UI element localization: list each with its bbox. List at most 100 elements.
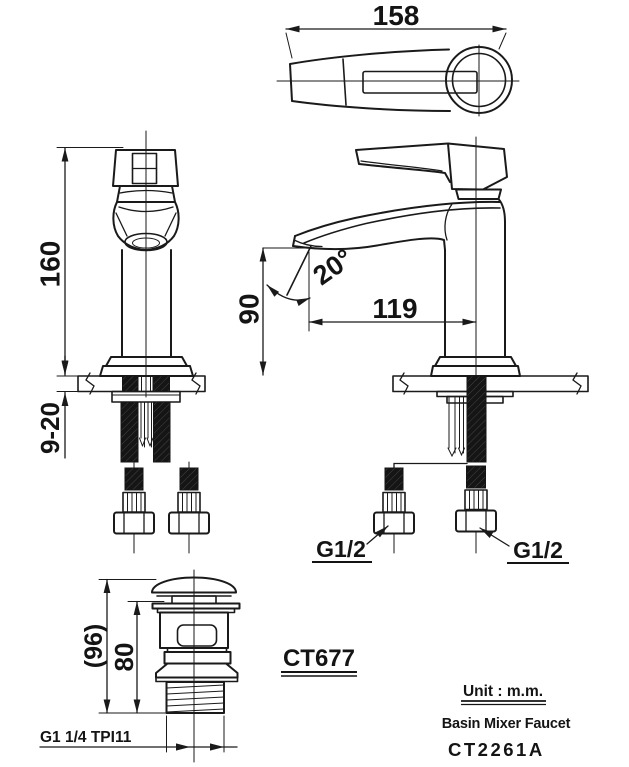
front-hose-left <box>113 467 155 554</box>
side-hose-left <box>373 467 415 554</box>
dim-158-ext-left <box>285 32 293 59</box>
front-shank-left <box>120 401 139 463</box>
side-hose-connector <box>393 462 468 469</box>
product-code: CT2261A <box>448 739 545 760</box>
side-spout-top-outer <box>294 200 501 237</box>
front-hose-left-ribs-body <box>122 491 146 513</box>
side-spout-lip <box>293 239 323 248</box>
unit-note: Unit : m.m. <box>463 683 543 700</box>
front-hose-right-ribs <box>182 492 197 513</box>
dim-158-value: 158 <box>373 0 420 31</box>
side-hose-left-sleeve <box>384 467 404 491</box>
side-hose-left-hex-nut <box>373 511 415 535</box>
front-hose-left-hex-facets <box>123 511 145 535</box>
dim-96-value: (96) <box>80 624 108 668</box>
drain-part-code: CT677 <box>283 645 355 672</box>
side-deck-break-left <box>399 372 409 395</box>
side-neck <box>455 188 502 200</box>
front-spout-facet-right <box>164 212 177 237</box>
dim-90: 90 <box>234 247 310 376</box>
dim-80-value: 80 <box>109 643 139 672</box>
side-hose-right-sleeve <box>466 465 486 489</box>
front-hose-right-hex-facets <box>178 511 200 535</box>
front-hose-right-hex-nut <box>168 511 210 535</box>
front-spout-facet-left <box>115 212 128 237</box>
product-name: Basin Mixer Faucet <box>442 716 571 732</box>
front-hose-left-hex-nut <box>113 511 155 535</box>
front-supply-pipes <box>139 401 154 448</box>
title-block: Unit : m.m. Basin Mixer Faucet CT2261A <box>442 683 571 760</box>
front-handle-block <box>112 149 179 187</box>
side-hose-left-hex-facets <box>383 511 405 535</box>
drain-collar <box>163 651 232 665</box>
drain-bell <box>155 662 239 679</box>
drain-thread-lines <box>166 684 225 713</box>
dim-90-value: 90 <box>234 293 265 324</box>
front-aerator-inner <box>132 237 160 249</box>
side-cap <box>447 142 508 191</box>
front-shank-deck-right <box>152 375 170 392</box>
lever-pivot-inner-circle <box>451 52 507 108</box>
side-threaded-shank <box>466 375 487 463</box>
dim-20deg-arc <box>266 284 311 306</box>
dim-thread-ext-lines <box>166 715 225 753</box>
dim-20deg: 20° <box>266 243 358 306</box>
dim-160: 160 <box>35 147 124 376</box>
dim-thread-arrow-2 <box>210 743 224 751</box>
dim-9-20: 9-20 <box>35 355 81 459</box>
label-ct677: CT677 <box>281 645 357 677</box>
front-collar-curve <box>119 189 173 194</box>
side-spout-transition <box>444 203 453 241</box>
front-shank-deck-left <box>122 375 139 392</box>
front-mounting-nut <box>111 390 181 403</box>
front-hose-left-ribs <box>127 492 142 513</box>
side-spout-tip <box>292 235 296 247</box>
drain-overflow-slot <box>176 624 218 647</box>
dim-96: (96) <box>80 578 157 714</box>
label-g12-right-leader <box>479 527 510 547</box>
side-supply-pipes <box>447 396 465 458</box>
front-shank-right <box>153 401 171 463</box>
side-lever <box>355 142 451 183</box>
front-deck-pipes <box>141 375 151 392</box>
dim-158: 158 <box>285 0 507 59</box>
front-spout-curve <box>118 206 174 213</box>
dim-9-20-ext <box>56 375 81 392</box>
front-view: 160 9-20 <box>35 130 210 554</box>
front-aerator-outer <box>124 232 168 252</box>
lever-outline <box>289 48 451 112</box>
front-body-column <box>121 249 172 358</box>
dim-160-value: 160 <box>35 241 66 288</box>
side-deck-section <box>392 375 589 393</box>
front-hose-right <box>168 467 210 554</box>
side-spout-underside <box>292 237 446 251</box>
front-hose-right-sleeve <box>179 467 199 491</box>
dim-80: 80 <box>109 600 165 714</box>
side-view: 90 119 20° G1/2 G1/2 <box>234 136 589 564</box>
drain-bell-rim <box>155 676 239 683</box>
dim-thread-value: G1 1/4 TPI11 <box>40 729 132 746</box>
lever-top-view: 158 <box>276 0 520 117</box>
side-hose-left-ribs <box>387 492 402 513</box>
front-hose-left-sleeve <box>124 467 144 491</box>
label-g12-left-text: G1/2 <box>316 536 366 562</box>
drain-view: (96) 80 G1 1/4 TPI11 CT677 <box>39 569 357 763</box>
side-lever-seam <box>360 160 443 172</box>
side-hose-right-ribs-body <box>464 489 488 511</box>
front-hose-right-ribs-body <box>177 491 201 513</box>
dim-158-ext-right <box>498 32 507 50</box>
side-hose-right-ribs <box>469 490 484 510</box>
dim-20deg-stream-line <box>286 245 312 296</box>
side-deck-break-right <box>572 372 582 395</box>
side-hose-right-hex-facets <box>465 509 487 533</box>
front-deck-break-left <box>85 372 95 395</box>
label-g12-left: G1/2 <box>312 525 389 563</box>
dim-thread-arrow-1 <box>176 743 190 751</box>
dim-thread: G1 1/4 TPI11 <box>39 715 238 753</box>
lever-pivot-outer-circle <box>445 46 513 114</box>
side-hose-left-ribs-body <box>382 491 406 513</box>
front-deck-break-right <box>191 372 201 395</box>
dim-119: 119 <box>308 251 477 332</box>
side-body-column <box>444 198 506 358</box>
